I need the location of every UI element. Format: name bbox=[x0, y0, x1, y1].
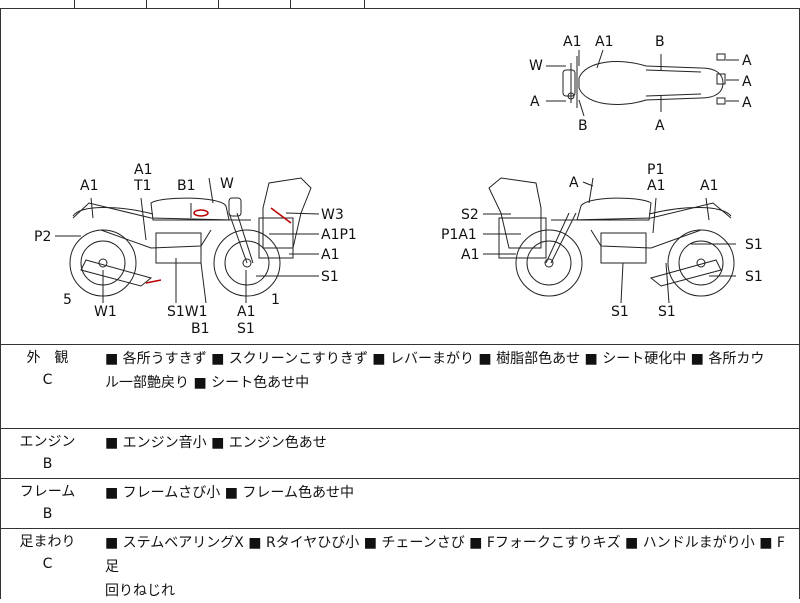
right-side-motorcycle bbox=[483, 177, 736, 304]
label-w: W bbox=[220, 176, 234, 192]
label-1: 1 bbox=[271, 292, 280, 308]
label-a: A bbox=[742, 53, 752, 69]
label-w1: W1 bbox=[94, 304, 117, 320]
label-b1: B1 bbox=[191, 321, 210, 337]
section-notes: ■ エンジン音小 ■ エンジン色あせ bbox=[105, 435, 327, 451]
label-s1w1: S1W1 bbox=[167, 304, 208, 320]
section-title: エンジン B bbox=[19, 434, 76, 472]
label-s1: S1 bbox=[321, 269, 339, 285]
label-p1: P1 bbox=[647, 162, 664, 178]
label-s1: S1 bbox=[237, 321, 255, 337]
label-a1: A1 bbox=[461, 247, 479, 263]
section-suspension: 足まわり C ■ ステムベアリングX ■ Rタイヤひび小 ■ チェーンさび ■ … bbox=[0, 529, 800, 599]
table-cell bbox=[74, 0, 147, 8]
label-p2: P2 bbox=[34, 229, 51, 245]
label-p1a1: P1A1 bbox=[441, 227, 477, 243]
label-a: A bbox=[742, 95, 752, 111]
section-frame: フレーム B ■ フレームさび小 ■ フレーム色あせ中 bbox=[0, 479, 800, 529]
label-a1: A1 bbox=[563, 34, 581, 50]
motorcycle-diagram-svg: A1 A1 B W A B A A A A A1 T1 A1 B1 W P2 W… bbox=[34, 34, 763, 337]
section-title: フレーム B bbox=[19, 484, 76, 522]
table-cell bbox=[146, 0, 219, 8]
label-a1: A1 bbox=[700, 178, 718, 194]
label-a: A bbox=[569, 175, 579, 191]
label-a1: A1 bbox=[321, 247, 339, 263]
label-s1: S1 bbox=[611, 304, 629, 320]
section-notes: ■ ステムベアリングX ■ Rタイヤひび小 ■ チェーンさび ■ Fフォークこす… bbox=[105, 535, 785, 599]
label-a: A bbox=[530, 94, 540, 110]
label-t1: T1 bbox=[133, 178, 151, 194]
label-a1: A1 bbox=[237, 304, 255, 320]
top-view-motorcycle bbox=[546, 49, 739, 117]
label-a1: A1 bbox=[80, 178, 98, 194]
label-a: A bbox=[655, 118, 665, 134]
label-s1: S1 bbox=[745, 237, 763, 253]
label-5: 5 bbox=[63, 292, 72, 308]
label-b: B bbox=[655, 34, 665, 50]
label-w3: W3 bbox=[321, 207, 344, 223]
label-a1: A1 bbox=[134, 162, 152, 178]
section-notes: ■ フレームさび小 ■ フレーム色あせ中 bbox=[105, 485, 354, 501]
damage-diagram: A1 A1 B W A B A A A A A1 T1 A1 B1 W P2 W… bbox=[0, 8, 800, 345]
label-a: A bbox=[742, 74, 752, 90]
section-title: 足まわり C bbox=[19, 534, 76, 572]
label-s2: S2 bbox=[461, 207, 479, 223]
label-a1: A1 bbox=[595, 34, 613, 50]
left-side-motorcycle bbox=[55, 177, 320, 304]
label-s1: S1 bbox=[745, 269, 763, 285]
label-w: W bbox=[529, 58, 543, 74]
table-cell bbox=[218, 0, 291, 8]
label-b1: B1 bbox=[177, 178, 196, 194]
section-title: 外 観 C bbox=[26, 350, 69, 388]
label-a1p1: A1P1 bbox=[321, 227, 357, 243]
section-engine: エンジン B ■ エンジン音小 ■ エンジン色あせ bbox=[0, 429, 800, 479]
section-notes: ■ 各所うすきず ■ スクリーンこすりきず ■ レバーまがり ■ 樹脂部色あせ … bbox=[105, 351, 765, 391]
section-exterior: 外 観 C ■ 各所うすきず ■ スクリーンこすりきず ■ レバーまがり ■ 樹… bbox=[0, 345, 800, 429]
label-b: B bbox=[578, 118, 588, 134]
table-cell bbox=[290, 0, 365, 8]
label-a1: A1 bbox=[647, 178, 665, 194]
top-table-strip bbox=[0, 0, 800, 9]
label-s1: S1 bbox=[658, 304, 676, 320]
table-cell bbox=[0, 0, 75, 8]
